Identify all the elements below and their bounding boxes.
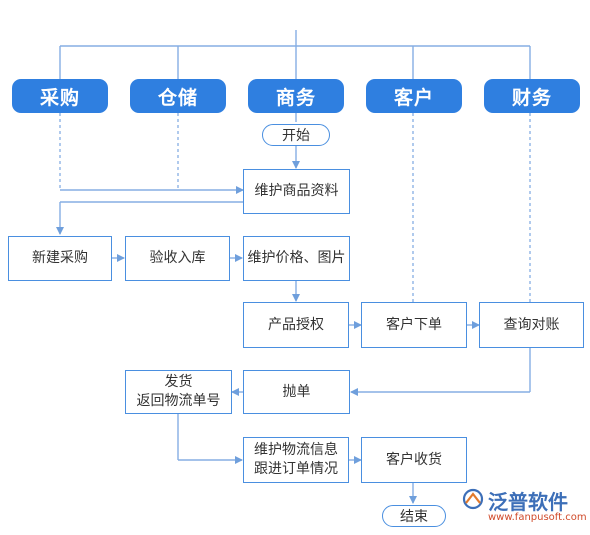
new-purchase-node: 新建采购 [8, 236, 112, 281]
lane-business: 商务 [248, 79, 344, 113]
end-node: 结束 [382, 505, 446, 527]
brand-logo-icon [462, 488, 484, 510]
logistics-node: 维护物流信息 跟进订单情况 [243, 437, 349, 483]
ship-node: 发货 返回物流单号 [125, 370, 232, 414]
logistics-line-1: 维护物流信息 [254, 442, 338, 458]
customer-order-node: 客户下单 [361, 302, 467, 348]
maintain-price-node: 维护价格、图片 [243, 236, 350, 281]
lane-procurement: 采购 [12, 79, 108, 113]
dispatch-node: 抛单 [243, 370, 350, 414]
logistics-line-2: 跟进订单情况 [254, 461, 338, 477]
lane-finance: 财务 [484, 79, 580, 113]
start-node: 开始 [262, 124, 330, 146]
brand-logo-name: 泛普软件 [488, 490, 568, 514]
receive-stock-node: 验收入库 [125, 236, 230, 281]
brand-logo: 泛普软件 www.fanpusoft.com [462, 486, 587, 526]
brand-logo-url: www.fanpusoft.com [488, 512, 587, 523]
ship-line-1: 发货 [164, 374, 193, 390]
maintain-product-node: 维护商品资料 [243, 169, 350, 214]
check-account-node: 查询对账 [479, 302, 584, 348]
lane-customer: 客户 [366, 79, 462, 113]
ship-line-2: 返回物流单号 [136, 393, 221, 409]
product-auth-node: 产品授权 [243, 302, 349, 348]
customer-receive-node: 客户收货 [361, 437, 467, 483]
lane-warehouse: 仓储 [130, 79, 226, 113]
